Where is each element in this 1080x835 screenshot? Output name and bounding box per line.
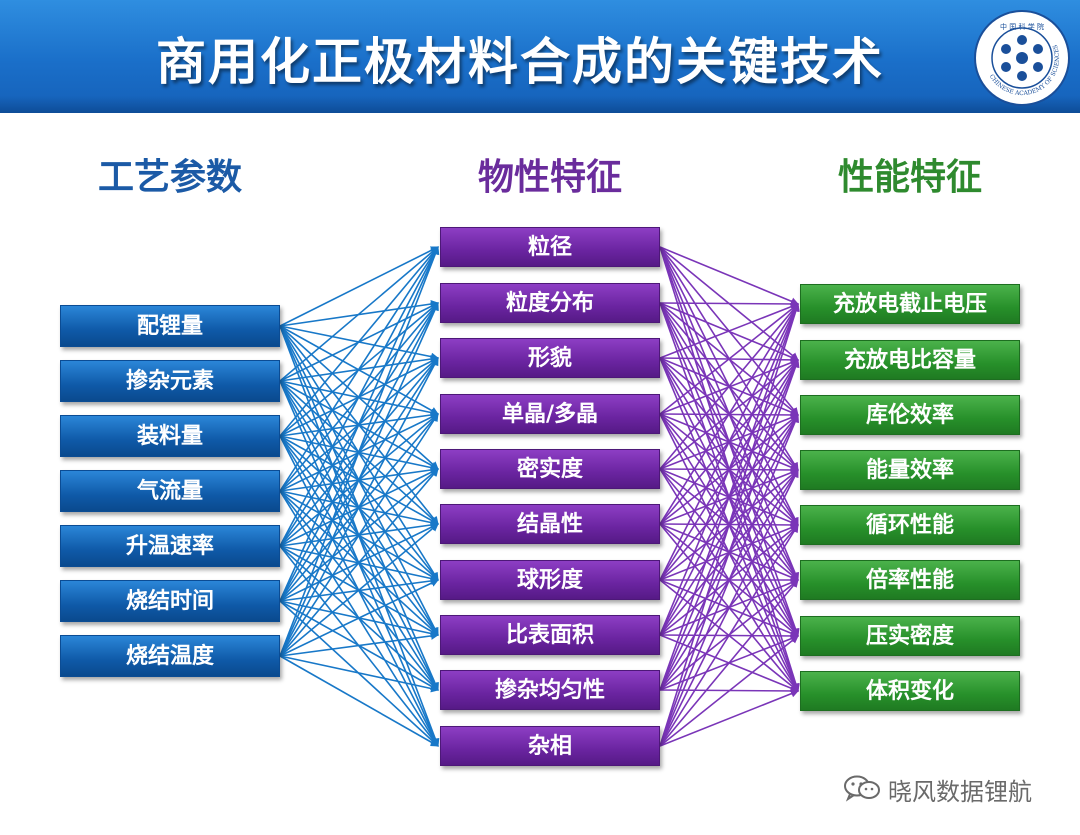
physical-to-performance-arrow: [659, 303, 799, 470]
physical-property-box: 掺杂均匀性: [440, 670, 660, 710]
physical-to-performance-arrow: [659, 303, 799, 581]
process-to-physical-arrows: [279, 246, 440, 747]
cas-emblem-logo: 中 国 科 学 院 CHINESE ACADEMY OF SCIENCES: [974, 10, 1070, 106]
physical-to-performance-arrow: [659, 303, 799, 636]
physical-to-performance-arrow: [659, 299, 799, 308]
process-parameter-box: 气流量: [60, 470, 280, 512]
watermark: 晓风数据锂航: [842, 770, 1052, 806]
performance-feature-box: 能量效率: [800, 450, 1020, 490]
performance-feature-box: 压实密度: [800, 616, 1020, 656]
physical-to-performance-arrow: [659, 689, 799, 747]
physical-to-performance-arrow: [659, 359, 800, 747]
performance-feature-box: 循环性能: [800, 505, 1020, 545]
physical-property-box: 粒径: [440, 227, 660, 267]
physical-to-performance-arrow: [659, 303, 800, 747]
physical-to-performance-arrow: [659, 635, 799, 747]
physical-properties-heading: 物性特征: [477, 157, 622, 198]
process-to-physical-arrow: [279, 246, 439, 327]
physical-property-box: 杂相: [440, 726, 660, 766]
performance-feature-box: 体积变化: [800, 671, 1020, 711]
process-to-physical-arrow: [279, 302, 439, 657]
process-parameter-box: 掺杂元素: [60, 360, 280, 402]
performance-feature-box: 倍率性能: [800, 560, 1020, 600]
title-banner-shade: [0, 96, 1080, 113]
logo-top-text: 中 国 科 学 院: [1000, 22, 1044, 31]
process-to-physical-arrow: [279, 655, 439, 747]
page-title: 商用化正极材料合成的关键技术: [156, 33, 884, 91]
process-parameter-box: 配锂量: [60, 305, 280, 347]
process-to-physical-arrow: [279, 655, 439, 693]
physical-to-performance-arrows: [659, 246, 800, 747]
watermark-text: 晓风数据锂航: [888, 778, 1032, 806]
physical-to-performance-arrow: [659, 302, 799, 359]
process-to-physical-arrow: [279, 246, 440, 657]
physical-to-performance-arrow: [659, 303, 799, 525]
process-to-physical-arrow: [279, 413, 439, 657]
physical-to-performance-arrow: [659, 303, 799, 415]
performance-features-heading: 性能特征: [837, 157, 982, 198]
performance-feature-box: 充放电比容量: [800, 340, 1020, 380]
physical-property-box: 形貌: [440, 338, 660, 378]
process-to-physical-arrow: [279, 246, 439, 382]
physical-property-box: 粒度分布: [440, 283, 660, 323]
process-parameters-heading: 工艺参数: [97, 157, 242, 198]
process-to-physical-arrow: [279, 357, 439, 657]
title-banner: [0, 0, 1080, 113]
process-to-physical-arrow: [279, 246, 439, 437]
process-parameter-box: 装料量: [60, 415, 280, 457]
process-to-physical-arrow: [279, 468, 439, 657]
wechat-icon: [844, 775, 880, 802]
physical-to-performance-arrow: [659, 579, 799, 747]
performance-feature-box: 库伦效率: [800, 395, 1020, 435]
physical-to-performance-arrow: [659, 469, 799, 747]
process-to-physical-arrow: [279, 246, 439, 602]
process-to-physical-arrow: [279, 246, 439, 492]
process-parameter-box: 烧结时间: [60, 580, 280, 622]
process-to-physical-arrow: [279, 631, 439, 657]
process-parameter-box: 升温速率: [60, 525, 280, 567]
process-parameter-box: 烧结温度: [60, 635, 280, 677]
physical-property-box: 结晶性: [440, 504, 660, 544]
performance-feature-box: 充放电截止电压: [800, 284, 1020, 324]
physical-to-performance-arrow: [659, 414, 799, 747]
physical-to-performance-arrow: [659, 524, 799, 747]
process-to-physical-arrow: [279, 246, 439, 547]
physical-property-box: 密实度: [440, 449, 660, 489]
physical-property-box: 球形度: [440, 560, 660, 600]
physical-property-box: 比表面积: [440, 615, 660, 655]
process-to-physical-arrow: [279, 523, 439, 657]
process-to-physical-arrow: [279, 579, 439, 657]
physical-property-box: 单晶/多晶: [440, 394, 660, 434]
physical-to-performance-arrow: [659, 246, 799, 306]
logo-atom-icon: [1001, 35, 1043, 81]
physical-to-performance-arrow: [659, 303, 800, 691]
